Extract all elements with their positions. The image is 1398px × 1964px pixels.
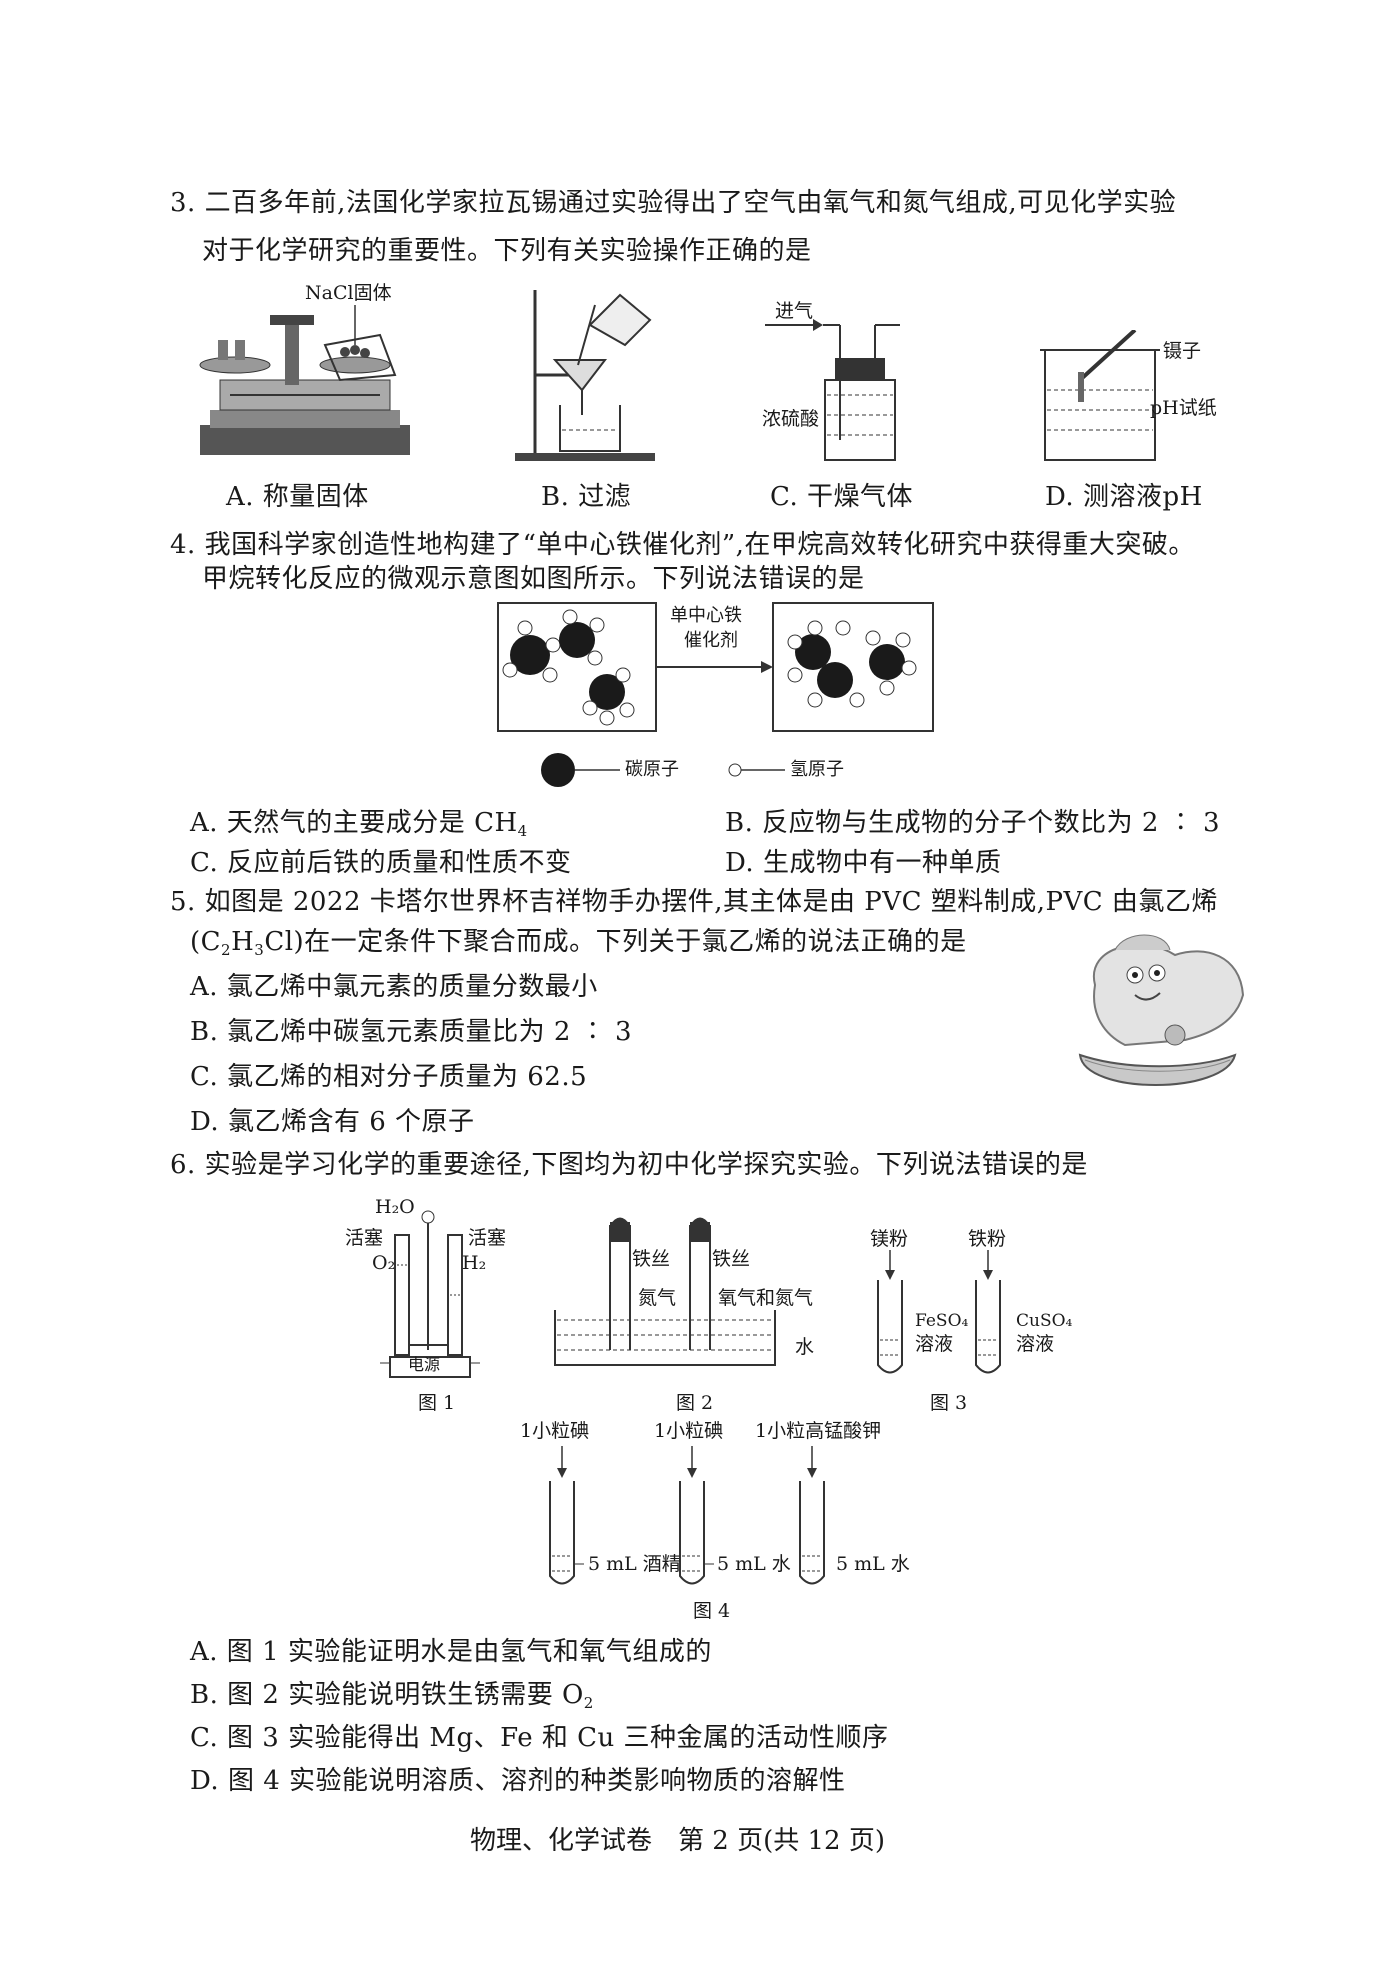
f1-caption: 图 1 — [418, 1392, 456, 1414]
f2-tiesi-2: 铁丝 — [712, 1248, 751, 1270]
page-footer: 物理、化学试卷 第 2 页(共 12 页) — [470, 1826, 885, 1856]
q5-option-d: D. 氯乙烯含有 6 个原子 — [190, 1107, 475, 1137]
legend-carbon: 碳原子 — [625, 759, 679, 780]
f4-jiujing: 5 mL 酒精 — [588, 1553, 681, 1575]
q5-stem-line2: (C2H3Cl)在一定条件下聚合而成。下列关于氯乙烯的说法正确的是 — [190, 927, 967, 959]
f2-caption: 图 2 — [676, 1392, 714, 1414]
metal-activity-figure — [877, 1250, 1001, 1374]
f2-shui: 水 — [795, 1336, 815, 1358]
f1-h2o: H₂O — [375, 1196, 415, 1218]
q4-option-a: A. 天然气的主要成分是 CH4 — [190, 808, 528, 840]
mascot-image — [1078, 934, 1245, 1086]
f1-dianyuan: 电源 — [408, 1355, 441, 1374]
hydrogen-atom-icon — [728, 763, 742, 777]
solubility-figure — [549, 1446, 825, 1585]
q4-option-b: B. 反应物与生成物的分子个数比为 2 ∶ 3 — [725, 808, 1221, 838]
q5-stem-line1: 5. 如图是 2022 卡塔尔世界杯吉祥物手办摆件,其主体是由 PVC 塑料制成… — [170, 887, 1218, 917]
q6-option-d: D. 图 4 实验能说明溶质、溶剂的种类影响物质的溶解性 — [190, 1766, 846, 1796]
f1-huosai-right: 活塞 — [468, 1227, 507, 1249]
q3-option-d: D. 测溶液pH — [1045, 482, 1203, 512]
f3-tiefen: 铁粉 — [968, 1228, 1007, 1250]
f3-cuso4: CuSO₄ — [1016, 1311, 1073, 1331]
f2-tiesi-1: 铁丝 — [632, 1248, 671, 1270]
f1-o2: O₂ — [372, 1252, 396, 1274]
f4-caption: 图 4 — [693, 1600, 731, 1622]
q4-stem-line2: 甲烷转化反应的微观示意图如图所示。下列说法错误的是 — [202, 564, 865, 594]
q3-stem-line2: 对于化学研究的重要性。下列有关实验操作正确的是 — [202, 236, 812, 266]
q6-option-b: B. 图 2 实验能说明铁生锈需要 O2 — [190, 1680, 594, 1712]
q4-stem-line1: 4. 我国科学家创造性地构建了“单中心铁催化剂”,在甲烷高效转化研究中获得重大突… — [170, 530, 1195, 560]
electrolysis-figure — [380, 1210, 480, 1378]
catalyst-label-1: 单中心铁 — [670, 605, 742, 626]
q3-option-a: A. 称量固体 — [226, 482, 369, 512]
f2-danqi: 氮气 — [638, 1287, 677, 1309]
label-ph: pH试纸 — [1150, 397, 1217, 419]
label-nacl: NaCl固体 — [305, 282, 392, 304]
q6-option-c: C. 图 3 实验能得出 Mg、Fe 和 Cu 三种金属的活动性顺序 — [190, 1723, 889, 1753]
f4-shui-2: 5 mL 水 — [836, 1553, 910, 1575]
q3-option-c: C. 干燥气体 — [770, 482, 913, 512]
f4-shui-1: 5 mL 水 — [717, 1553, 791, 1575]
label-nongliusuan: 浓硫酸 — [762, 408, 820, 430]
carbon-atom-icon — [541, 753, 575, 787]
f4-dian-1: 1小粒碘 — [520, 1420, 590, 1442]
f4-gaomeng: 1小粒高锰酸钾 — [755, 1420, 882, 1442]
filtration-figure — [515, 290, 655, 461]
f3-caption: 图 3 — [930, 1392, 968, 1414]
q6-option-a: A. 图 1 实验能证明水是由氢气和氧气组成的 — [190, 1637, 712, 1667]
methane-reaction-figure — [497, 602, 934, 732]
q4-option-d: D. 生成物中有一种单质 — [725, 848, 1002, 878]
iron-rust-figure — [554, 1217, 776, 1366]
label-jinqi: 进气 — [775, 300, 814, 322]
f3-rongye-1: 溶液 — [915, 1333, 954, 1355]
ph-test-figure — [1040, 330, 1160, 461]
atom-legend — [541, 753, 785, 787]
q5-option-c: C. 氯乙烯的相对分子质量为 62.5 — [190, 1062, 588, 1092]
f2-yangdan: 氧气和氮气 — [718, 1287, 814, 1309]
f3-feso4: FeSO₄ — [915, 1311, 969, 1331]
balance-figure — [199, 305, 410, 455]
q6-stem-line1: 6. 实验是学习化学的重要途径,下图均为初中化学探究实验。下列说法错误的是 — [170, 1150, 1088, 1180]
q5-option-b: B. 氯乙烯中碳氢元素质量比为 2 ∶ 3 — [190, 1017, 633, 1047]
q3-stem-line1: 3. 二百多年前,法国化学家拉瓦锡通过实验得出了空气由氧气和氮气组成,可见化学实… — [170, 188, 1177, 218]
f1-huosai-left: 活塞 — [345, 1227, 384, 1249]
f4-dian-2: 1小粒碘 — [654, 1420, 724, 1442]
f3-rongye-2: 溶液 — [1016, 1333, 1055, 1355]
legend-hydrogen: 氢原子 — [790, 759, 844, 780]
f1-h2: H₂ — [462, 1252, 487, 1274]
catalyst-label-2: 催化剂 — [684, 630, 738, 651]
q3-option-b: B. 过滤 — [541, 482, 632, 512]
gas-drying-figure — [765, 319, 900, 461]
q5-option-a: A. 氯乙烯中氯元素的质量分数最小 — [190, 972, 598, 1002]
q4-option-c: C. 反应前后铁的质量和性质不变 — [190, 848, 572, 878]
label-niezi: 镊子 — [1163, 340, 1202, 362]
f3-meifen: 镁粉 — [870, 1228, 909, 1250]
